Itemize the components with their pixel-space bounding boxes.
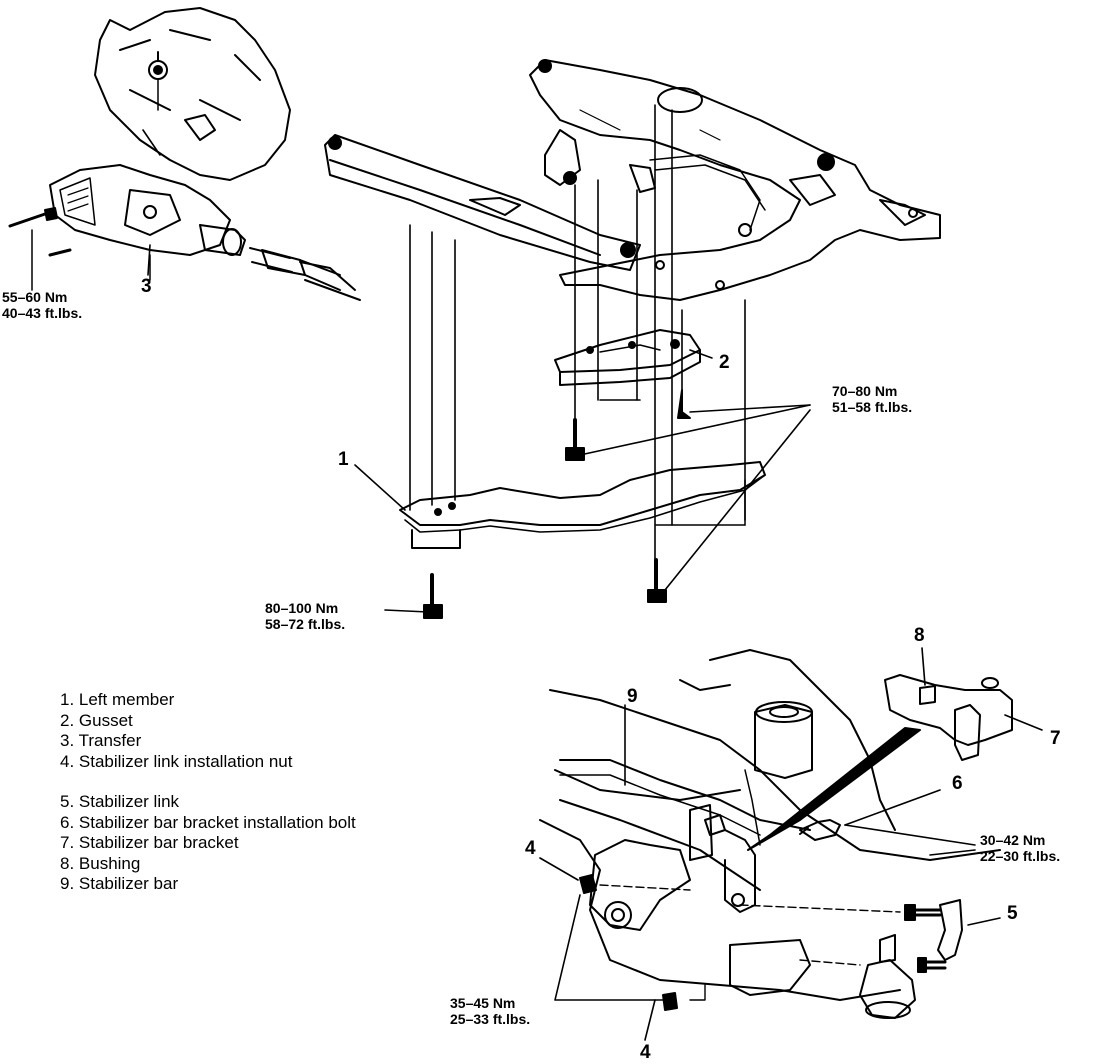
legend-item-6: 6. Stabilizer bar bracket installation b… bbox=[60, 812, 356, 832]
legend-item-4: 4. Stabilizer link installation nut bbox=[60, 751, 293, 771]
torque-link-nut-nm: 35–45 Nm bbox=[450, 995, 516, 1011]
torque-left-member-nm: 80–100 Nm bbox=[265, 600, 339, 616]
torque-bracket-bolt: 30–42 Nm 22–30 ft.lbs. bbox=[980, 832, 1060, 864]
legend-item-5: 5. Stabilizer link bbox=[60, 792, 180, 811]
transfer-case-drawing bbox=[8, 7, 361, 301]
torque-gusset-ftlbs: 51–58 ft.lbs. bbox=[832, 399, 913, 415]
torque-left-member: 80–100 Nm 58–72 ft.lbs. bbox=[265, 600, 345, 632]
callout-1: 1 bbox=[338, 449, 349, 470]
legend-item-1: 1. Left member bbox=[60, 690, 175, 709]
stabilizer-assembly-drawing bbox=[539, 649, 1013, 1019]
legend-gap bbox=[60, 772, 356, 792]
legend-item-3: 3. Transfer bbox=[60, 731, 142, 750]
gusset-drawing bbox=[554, 329, 701, 461]
callout-2: 2 bbox=[719, 352, 730, 373]
callout-3: 3 bbox=[141, 276, 152, 297]
torque-link-nut: 35–45 Nm 25–33 ft.lbs. bbox=[450, 995, 530, 1027]
torque-transfer: 55–60 Nm 40–43 ft.lbs. bbox=[2, 289, 82, 321]
torque-link-nut-ftlbs: 25–33 ft.lbs. bbox=[450, 1011, 531, 1027]
legend-item-7: 7. Stabilizer bar bracket bbox=[60, 833, 239, 852]
callout-8: 8 bbox=[914, 625, 925, 646]
callout-5: 5 bbox=[1007, 903, 1018, 924]
torque-gusset-nm: 70–80 Nm bbox=[832, 383, 898, 399]
callout-7: 7 bbox=[1050, 728, 1061, 749]
callout-9: 9 bbox=[627, 686, 638, 707]
torque-transfer-nm: 55–60 Nm bbox=[2, 289, 68, 305]
crossmember-drawing bbox=[324, 59, 941, 301]
leader-lines-lower bbox=[539, 647, 1043, 1041]
legend-item-9: 9. Stabilizer bar bbox=[60, 874, 179, 893]
callout-6: 6 bbox=[952, 773, 963, 794]
torque-bracket-bolt-ftlbs: 22–30 ft.lbs. bbox=[980, 848, 1061, 864]
callout-4-upper: 4 bbox=[525, 838, 536, 859]
legend-item-2: 2. Gusset bbox=[60, 710, 133, 730]
torque-gusset: 70–80 Nm 51–58 ft.lbs. bbox=[832, 383, 912, 415]
torque-transfer-ftlbs: 40–43 ft.lbs. bbox=[2, 305, 83, 321]
legend-item-8: 8. Bushing bbox=[60, 853, 141, 873]
torque-bracket-bolt-nm: 30–42 Nm bbox=[980, 832, 1046, 848]
parts-legend: 1. Left member 2. Gusset 3. Transfer 4. … bbox=[60, 690, 356, 895]
callout-4-lower: 4 bbox=[640, 1042, 651, 1063]
torque-left-member-ftlbs: 58–72 ft.lbs. bbox=[265, 616, 346, 632]
leader-lines-upper bbox=[142, 129, 811, 613]
